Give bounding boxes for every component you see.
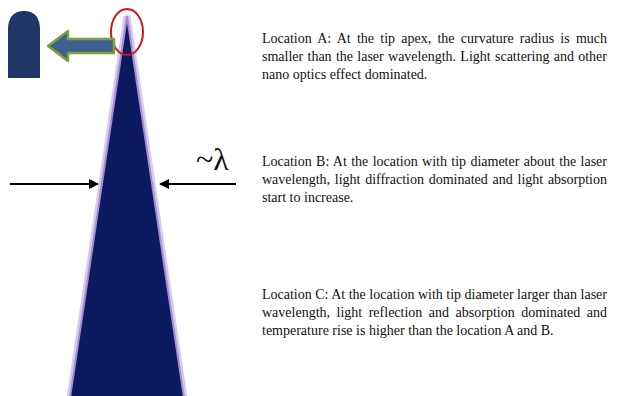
apex-circle: [111, 9, 143, 55]
wavelength-label: ~λ: [196, 141, 229, 177]
scatter-arrow: [48, 31, 114, 61]
location-note: Location B: At the location with tip dia…: [262, 153, 607, 207]
location-note: Location A: At the tip apex, the curvatu…: [262, 30, 607, 84]
tip-body: [70, 16, 184, 396]
location-note: Location C: At the location with tip dia…: [262, 286, 607, 340]
dimension-arrow: [160, 183, 236, 185]
dimension-arrow: [10, 183, 98, 185]
sample-object: [8, 11, 40, 78]
tip-glow: [70, 16, 184, 396]
